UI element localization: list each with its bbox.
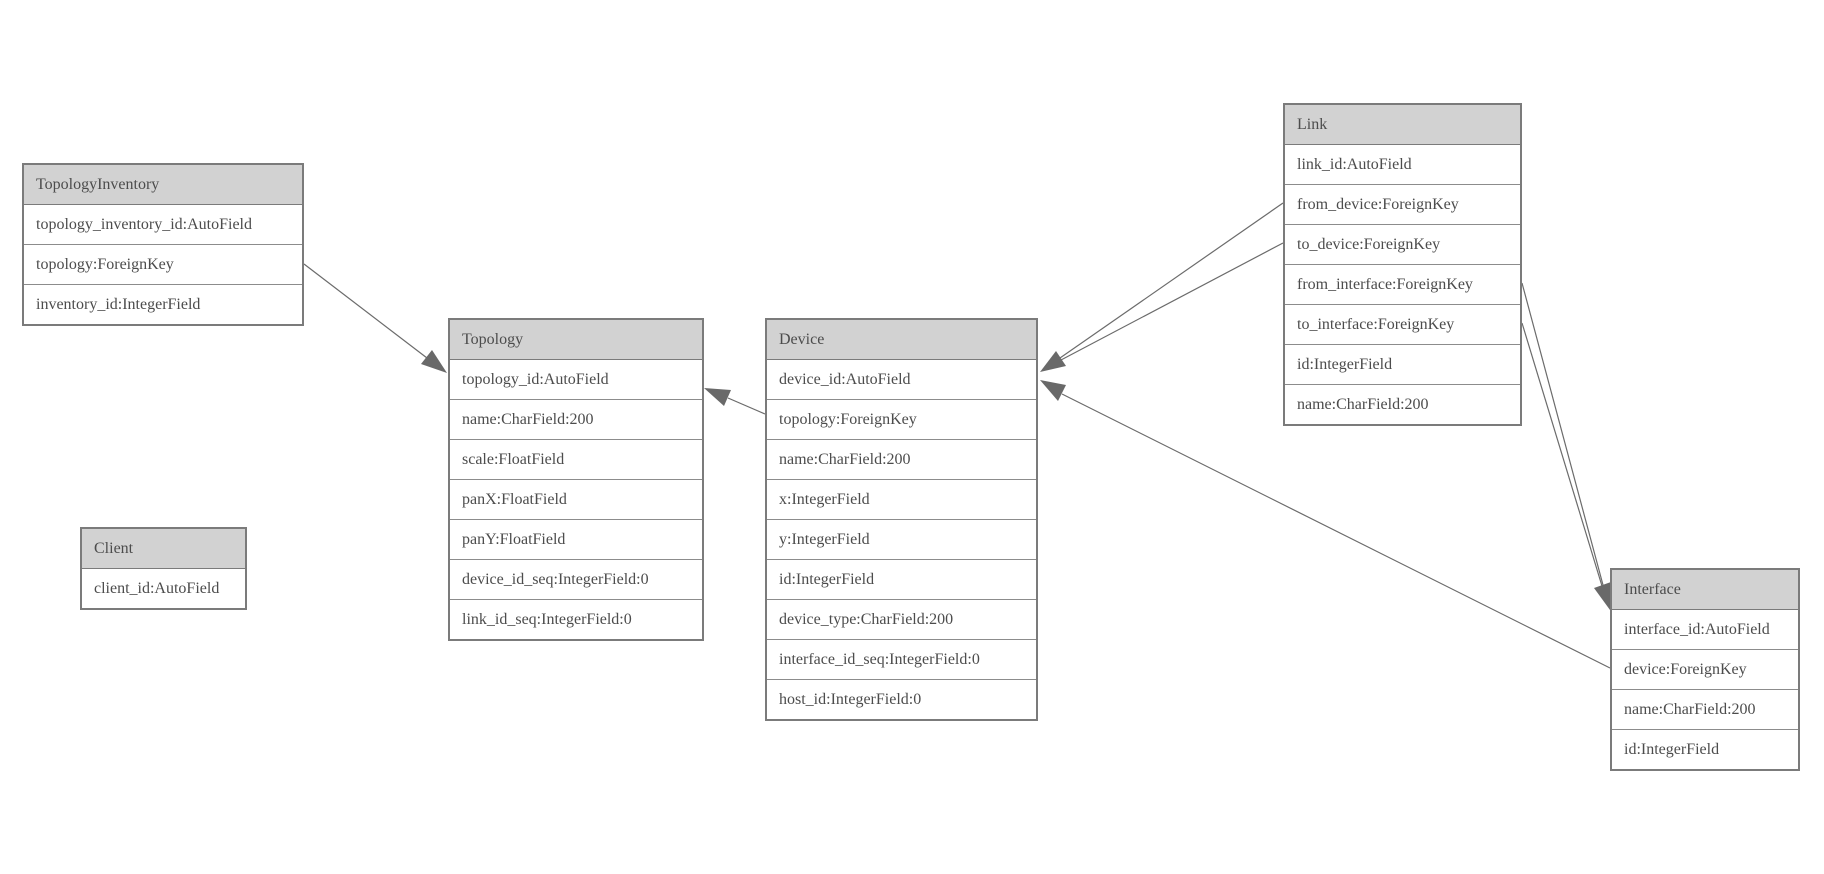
field-row: device:ForeignKey [1612,650,1798,690]
field-row: y:IntegerField [767,520,1036,560]
entity-client: Client client_id:AutoField [80,527,247,610]
arrowhead-device-topology [704,388,731,406]
entity-interface-title: Interface [1612,570,1798,610]
field-row: link_id_seq:IntegerField:0 [450,600,702,639]
field-row: topology_inventory_id:AutoField [24,205,302,245]
field-row: from_interface:ForeignKey [1285,265,1520,305]
edge-link-to-interface [1521,322,1603,587]
edge-link-to-device [1060,242,1284,361]
arrowhead-link-device [1040,351,1066,372]
entity-topology-title: Topology [450,320,702,360]
field-row: client_id:AutoField [82,569,245,608]
field-row: interface_id_seq:IntegerField:0 [767,640,1036,680]
field-row: panY:FloatField [450,520,702,560]
entity-topologyinventory-title: TopologyInventory [24,165,302,205]
field-row: to_device:ForeignKey [1285,225,1520,265]
field-row: id:IntegerField [767,560,1036,600]
field-row: x:IntegerField [767,480,1036,520]
entity-topologyinventory: TopologyInventory topology_inventory_id:… [22,163,304,326]
arrowhead-interface-device [1040,380,1066,401]
field-row: device_id_seq:IntegerField:0 [450,560,702,600]
field-row: topology:ForeignKey [24,245,302,285]
field-row: name:CharField:200 [767,440,1036,480]
arrowhead-link-interface [1594,582,1611,610]
field-row: panX:FloatField [450,480,702,520]
entity-interface: Interface interface_id:AutoField device:… [1610,568,1800,771]
entity-link: Link link_id:AutoField from_device:Forei… [1283,103,1522,426]
entity-device: Device device_id:AutoField topology:Fore… [765,318,1038,721]
entity-device-title: Device [767,320,1036,360]
field-row: name:CharField:200 [450,400,702,440]
field-row: id:IntegerField [1612,730,1798,769]
field-row: inventory_id:IntegerField [24,285,302,324]
edge-topologyinventory-topology [303,263,428,359]
field-row: host_id:IntegerField:0 [767,680,1036,719]
edge-link-from-interface [1521,282,1604,586]
field-row: id:IntegerField [1285,345,1520,385]
entity-link-title: Link [1285,105,1520,145]
field-row: from_device:ForeignKey [1285,185,1520,225]
field-row: topology:ForeignKey [767,400,1036,440]
field-row: link_id:AutoField [1285,145,1520,185]
arrowhead-topologyinventory-topology [421,350,447,373]
entity-client-title: Client [82,529,245,569]
field-row: to_interface:ForeignKey [1285,305,1520,345]
field-row: device_id:AutoField [767,360,1036,400]
field-row: topology_id:AutoField [450,360,702,400]
field-row: name:CharField:200 [1612,690,1798,730]
field-row: scale:FloatField [450,440,702,480]
edge-device-topology [727,397,766,415]
edge-link-from-device [1059,202,1284,359]
edge-interface-device [1061,393,1611,669]
field-row: name:CharField:200 [1285,385,1520,424]
entity-topology: Topology topology_id:AutoField name:Char… [448,318,704,641]
field-row: interface_id:AutoField [1612,610,1798,650]
field-row: device_type:CharField:200 [767,600,1036,640]
